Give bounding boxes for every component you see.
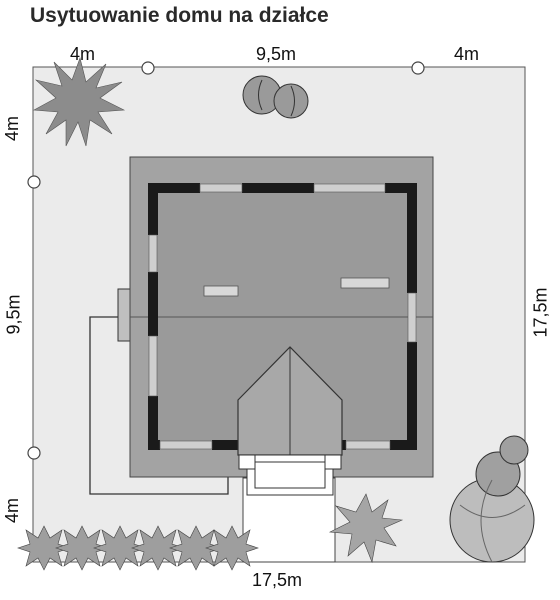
dim-top-right: 4m [454,44,480,64]
terrace-outline [89,316,229,495]
dim-left-bottom: 4m [2,497,23,524]
window [407,292,417,343]
shrub-group [242,75,309,119]
entrance-steps [246,454,334,496]
dim-right: 17,5m [530,287,551,338]
dim-bottom: 17,5m [252,570,303,590]
window [148,234,158,273]
dim-left-middle: 9,5m [3,294,24,335]
window [345,440,391,450]
window [148,335,158,397]
boundary-marker [27,175,41,189]
window [159,440,213,450]
page-title: Usytuowanie domu na działce [30,4,329,27]
dim-top-left: 4m [70,44,96,64]
window [313,183,386,193]
hedge [17,525,259,571]
boundary-marker [141,61,155,75]
bush-spiky [328,493,404,564]
dim-left-top: 4m [2,115,23,142]
dim-top-middle: 9,5m [256,44,297,64]
boundary-marker [27,446,41,460]
window [199,183,243,193]
skylight [340,277,390,289]
tree-spiky [32,56,126,147]
boundary-marker [411,61,425,75]
skylight [203,285,239,297]
tree-round [449,435,535,563]
